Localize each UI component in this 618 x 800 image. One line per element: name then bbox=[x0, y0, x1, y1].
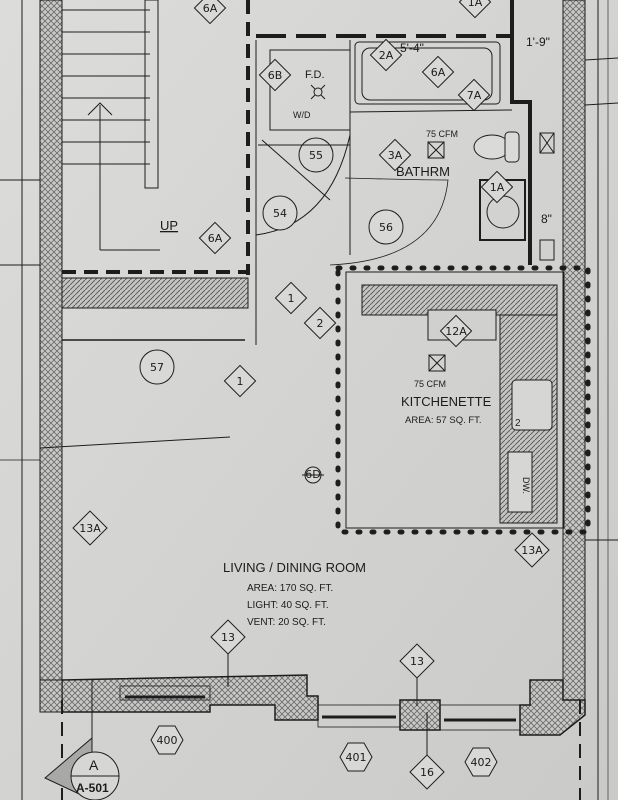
wall-tag: 6A bbox=[198, 221, 232, 255]
dimension-tub: 5'-4" bbox=[400, 41, 424, 55]
svg-text:3A: 3A bbox=[388, 149, 403, 162]
floor-drain-label: F.D. bbox=[305, 69, 325, 81]
wall-tag: 6A bbox=[421, 55, 455, 89]
dimension-chase: 1'-9" bbox=[526, 35, 550, 49]
wall-tag: 1 bbox=[223, 364, 257, 398]
svg-text:400: 400 bbox=[157, 734, 178, 747]
wall-tag: 13A bbox=[72, 510, 108, 546]
stair-up-label: UP bbox=[160, 218, 178, 233]
dishwasher-label: DW. bbox=[521, 477, 531, 494]
wall-tag: 13A bbox=[514, 532, 550, 568]
wall-tag: 12A bbox=[439, 314, 473, 348]
kitchen-fan-icon bbox=[428, 354, 446, 372]
svg-text:56: 56 bbox=[379, 221, 393, 234]
wall-tag: 13 bbox=[210, 619, 246, 687]
svg-text:1: 1 bbox=[237, 375, 244, 388]
living-light: LIGHT: 40 SQ. FT. bbox=[247, 600, 329, 611]
svg-text:1: 1 bbox=[288, 292, 295, 305]
window-tag: 402 bbox=[464, 747, 498, 777]
living-dining: LIVING / DINING ROOM AREA: 170 SQ. FT. L… bbox=[223, 560, 366, 628]
svg-text:2: 2 bbox=[317, 317, 324, 330]
svg-text:54: 54 bbox=[273, 207, 287, 220]
wall-tag: 1A bbox=[480, 170, 514, 204]
toilet-icon bbox=[473, 131, 520, 163]
svg-text:1A: 1A bbox=[468, 0, 483, 9]
kitchen-area: AREA: 57 SQ. FT. bbox=[405, 415, 482, 426]
wall-tag: 7A bbox=[457, 78, 491, 112]
wall-tag: 2 bbox=[303, 306, 337, 340]
door-tag: 55 bbox=[298, 137, 334, 173]
door-tags: 55 54 56 57 6D bbox=[139, 137, 404, 484]
door-tag: 56 bbox=[368, 209, 404, 245]
wall-tag: 16 bbox=[409, 712, 445, 790]
section-letter: A bbox=[89, 757, 99, 773]
svg-text:12A: 12A bbox=[445, 325, 467, 338]
sink-tag: 2 bbox=[515, 418, 521, 429]
svg-text:13: 13 bbox=[221, 631, 235, 644]
svg-text:6A: 6A bbox=[208, 232, 223, 245]
wall-tag: 13 bbox=[399, 643, 435, 706]
kitchenette: 75 CFM KITCHENETTE AREA: 57 SQ. FT. 2 DW… bbox=[335, 265, 591, 535]
svg-text:6A: 6A bbox=[203, 2, 218, 15]
door-tag: 57 bbox=[139, 349, 175, 385]
washer-dryer-label: W/D bbox=[293, 110, 311, 120]
dimension-wall: 8" bbox=[541, 212, 552, 226]
floor-drain-icon bbox=[310, 84, 326, 100]
wall-tag: 6A bbox=[193, 0, 227, 25]
window bbox=[317, 704, 401, 728]
svg-text:13A: 13A bbox=[521, 544, 543, 557]
window-tag: 400 bbox=[150, 725, 184, 755]
kitchen-fan-label: 75 CFM bbox=[414, 379, 446, 389]
front-wall bbox=[39, 674, 586, 800]
svg-text:6B: 6B bbox=[268, 69, 283, 82]
wall-tag: 3A bbox=[378, 138, 412, 172]
living-name: LIVING / DINING ROOM bbox=[223, 560, 366, 575]
svg-text:7A: 7A bbox=[467, 89, 482, 102]
section-sheet: A-501 bbox=[76, 781, 109, 795]
detail-tag: 6D bbox=[302, 466, 324, 484]
window bbox=[439, 704, 521, 731]
exhaust-fan-icon bbox=[427, 141, 445, 159]
svg-text:6A: 6A bbox=[431, 66, 446, 79]
svg-text:55: 55 bbox=[309, 149, 323, 162]
svg-text:16: 16 bbox=[420, 766, 434, 779]
window-tag: 401 bbox=[339, 742, 373, 772]
window-tags: 400 401 402 bbox=[150, 725, 498, 777]
bath-name: BATHRM bbox=[396, 164, 450, 179]
window bbox=[119, 685, 211, 701]
svg-text:57: 57 bbox=[150, 361, 164, 374]
svg-text:402: 402 bbox=[471, 756, 492, 769]
svg-text:13A: 13A bbox=[79, 522, 101, 535]
stair: UP bbox=[61, 0, 257, 345]
vent-icon bbox=[539, 132, 555, 154]
svg-text:1A: 1A bbox=[490, 181, 505, 194]
wall-tag: 1 bbox=[274, 281, 308, 315]
bathroom: 5'-4" 1'-9" 75 CFM BATHRM 8" bbox=[349, 0, 555, 265]
laundry-closet: F.D. W/D bbox=[255, 34, 510, 266]
wall-tags: 6A 6B 2A 6A 7A 1A 3A 1A 6A 1 2 1 12A 13A… bbox=[72, 0, 550, 790]
section-marker: A A-501 bbox=[44, 736, 120, 800]
kitchen-sink-icon bbox=[511, 379, 553, 431]
living-area: AREA: 170 SQ. FT. bbox=[247, 583, 333, 594]
svg-text:401: 401 bbox=[346, 751, 367, 764]
door-tag: 54 bbox=[262, 195, 298, 231]
wall-tag: 2A bbox=[369, 38, 403, 72]
svg-text:13: 13 bbox=[410, 655, 424, 668]
living-vent: VENT: 20 SQ. FT. bbox=[247, 617, 326, 628]
svg-text:6D: 6D bbox=[305, 468, 320, 481]
wall-tag: 1A bbox=[458, 0, 492, 19]
wall-tag: 6B bbox=[258, 58, 292, 92]
bath-fan-label: 75 CFM bbox=[426, 129, 458, 139]
svg-text:2A: 2A bbox=[379, 49, 394, 62]
kitchen-name: KITCHENETTE bbox=[401, 394, 492, 409]
